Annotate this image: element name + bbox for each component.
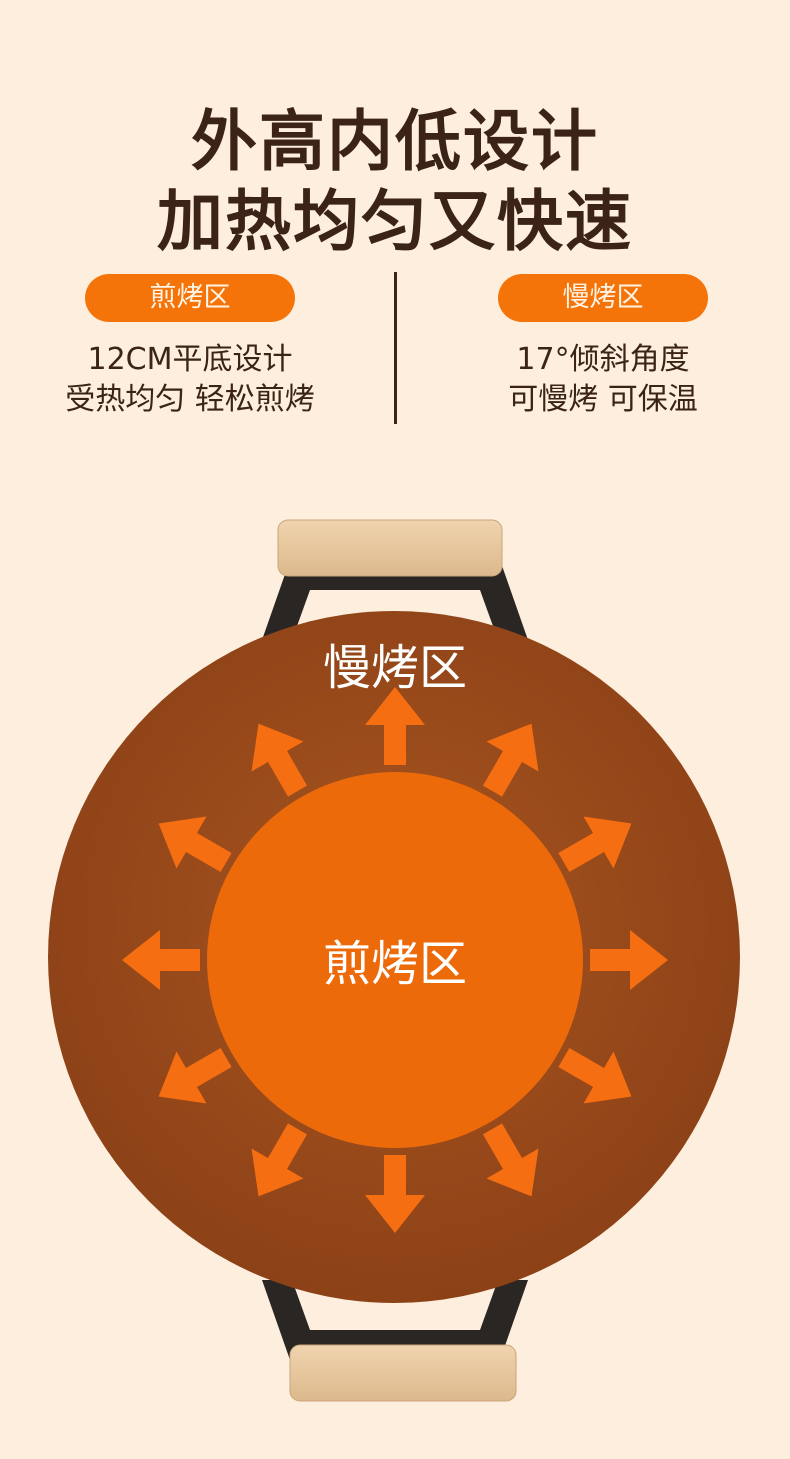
grill-zone-label: 煎烤区 — [323, 936, 467, 992]
grill-zone-badge: 煎烤区 — [85, 274, 295, 322]
slow-zone-badge: 慢烤区 — [498, 274, 708, 322]
divider — [394, 272, 397, 424]
grill-zone-area — [207, 772, 583, 1148]
outward-arrow-icon — [482, 1123, 539, 1197]
outward-arrow-icon — [365, 1155, 425, 1233]
grill-zone-line1: 12CM平底设计 — [87, 342, 293, 377]
outward-arrow-icon — [482, 723, 539, 797]
headline-line1: 外高内低设计 — [191, 103, 599, 180]
outward-arrow-icon — [158, 1047, 232, 1104]
outward-arrow-icon — [558, 1047, 632, 1104]
slow-zone-description: 17°倾斜角度 可慢烤 可保温 — [443, 340, 763, 420]
outward-arrow-icon — [158, 816, 232, 873]
grill-zone-line2: 受热均匀 轻松煎烤 — [65, 382, 315, 417]
slow-zone-line2: 可慢烤 可保温 — [508, 382, 698, 417]
outward-arrow-icon — [590, 930, 668, 990]
outward-arrow-icon — [122, 930, 200, 990]
outward-arrow-icon — [251, 723, 308, 797]
outward-arrow-icon — [365, 687, 425, 765]
top-handle — [262, 519, 528, 640]
grill-zone-description: 12CM平底设计 受热均匀 轻松煎烤 — [30, 340, 350, 420]
outward-arrow-icon — [251, 1123, 308, 1197]
slow-zone-label: 慢烤区 — [323, 640, 467, 696]
slow-zone-line1: 17°倾斜角度 — [516, 342, 690, 377]
headline-line2: 加热均匀又快速 — [157, 183, 633, 260]
bottom-handle — [262, 1280, 528, 1402]
outward-arrow-icon — [558, 816, 632, 873]
